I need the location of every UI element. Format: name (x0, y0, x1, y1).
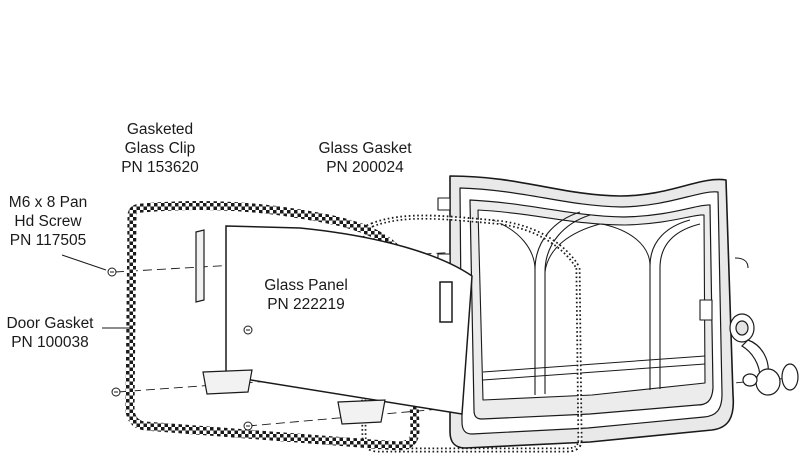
label-line: Door Gasket (6, 315, 94, 332)
label-line: Glass Panel (264, 277, 348, 294)
label-line: Gasketed (126, 121, 194, 138)
label-line: PN 222219 (267, 296, 345, 313)
glass-clips (195, 229, 386, 425)
label-line: PN 153620 (121, 159, 199, 176)
leader-lines (61, 254, 130, 329)
label-gasketed-glass-clip: Gasketed Glass Clip PN 153620 (112, 120, 208, 177)
label-glass-gasket: Glass Gasket PN 200024 (306, 139, 424, 177)
screws (107, 267, 253, 431)
door-frame (437, 175, 749, 449)
label-door-gasket: Door Gasket PN 100038 (0, 314, 100, 352)
label-line: Hd Screw (14, 213, 82, 230)
label-line: PN 100038 (11, 334, 89, 351)
label-screw: M6 x 8 Pan Hd Screw PN 117505 (0, 193, 96, 250)
glass-panel-shape (225, 225, 473, 415)
label-line: PN 200024 (326, 159, 404, 176)
label-line: M6 x 8 Pan (8, 194, 88, 211)
label-line: Glass Gasket (318, 140, 412, 157)
door-gasket-shape (125, 201, 420, 451)
label-glass-panel: Glass Panel PN 222219 (256, 276, 356, 314)
label-line: Glass Clip (124, 140, 196, 157)
door-handle (729, 313, 799, 396)
label-line: PN 117505 (9, 232, 87, 249)
